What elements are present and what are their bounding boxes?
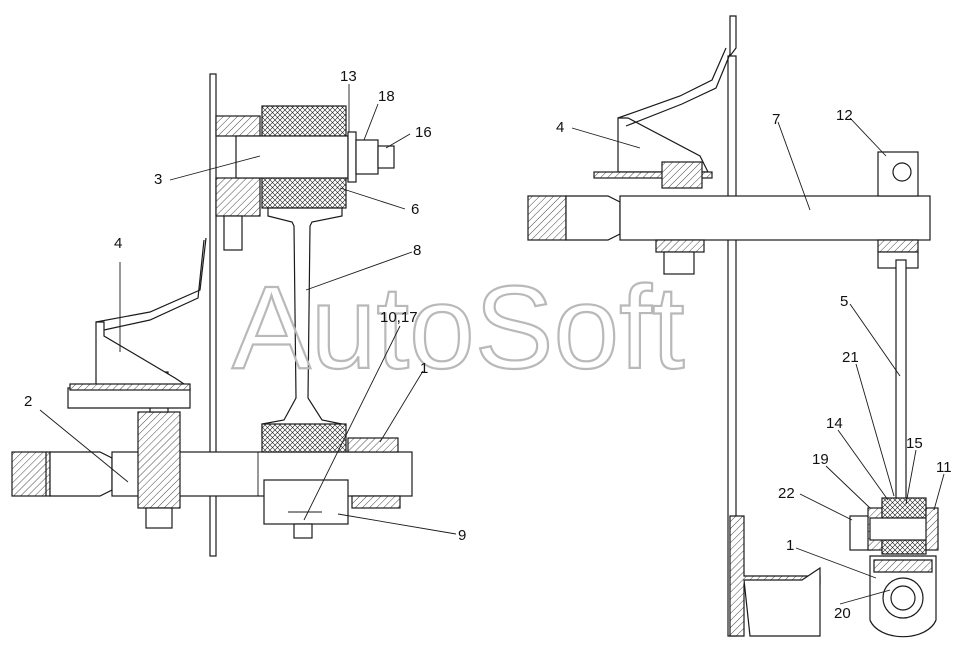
label-10-17: 10,17 [380, 309, 418, 326]
bolt-block-right [661, 161, 703, 189]
lower-block-right [655, 239, 705, 253]
label-7: 7 [772, 111, 780, 128]
support-block [137, 411, 181, 509]
label-22: 22 [778, 485, 795, 502]
label-4-right: 4 [556, 119, 564, 136]
eye-20-bore [890, 585, 916, 611]
watermark: AutoSoft [232, 262, 685, 394]
label-12: 12 [836, 107, 853, 124]
bushing-21 [881, 539, 927, 555]
washer-13 [347, 131, 357, 183]
rod-5 [895, 259, 907, 501]
label-5: 5 [840, 293, 848, 310]
shaft-7 [619, 195, 931, 241]
label-20: 20 [834, 605, 851, 622]
label-13: 13 [340, 68, 357, 85]
label-16: 16 [415, 124, 432, 141]
label-9: 9 [458, 527, 466, 544]
bolt-head-10 [293, 523, 313, 539]
label-1: 1 [420, 360, 428, 377]
pin-12 [892, 162, 912, 182]
pin-3 [235, 135, 349, 179]
tube-right [527, 195, 567, 241]
tube-right-end [565, 195, 621, 241]
rubber-upper-bottom [261, 177, 347, 209]
pin-end-16 [377, 145, 395, 169]
label-2: 2 [24, 393, 32, 410]
bracket-1-hatch [873, 559, 933, 573]
bushing-14 [881, 497, 927, 519]
frame-panel [209, 73, 217, 557]
housing-neck [223, 215, 243, 251]
label-18: 18 [378, 88, 395, 105]
label-3: 3 [154, 171, 162, 188]
nut-bottom [145, 507, 173, 529]
leader-lines [39, 84, 945, 605]
right-labels: 4 7 12 5 21 14 15 19 11 22 1 20 [556, 107, 952, 622]
nut-18 [355, 139, 379, 175]
rubber-upper-top [261, 105, 347, 137]
upper-housing-a [215, 115, 261, 137]
label-19: 19 [812, 451, 829, 468]
right-view [527, 15, 939, 638]
lever-hatch [877, 239, 919, 253]
tube-2 [11, 451, 51, 497]
bracket-4 [67, 321, 191, 409]
label-8: 8 [413, 242, 421, 259]
plate-4-right [593, 171, 713, 179]
upper-housing-b [215, 177, 261, 217]
label-15: 15 [906, 435, 923, 452]
label-14: 14 [826, 415, 843, 432]
left-labels: 13 18 16 3 6 8 4 10,17 1 2 9 [24, 68, 466, 544]
plate-4 [69, 383, 191, 391]
label-1-right: 1 [786, 537, 794, 554]
label-21: 21 [842, 349, 859, 366]
clamp-9 [263, 479, 349, 525]
tube-end [49, 451, 113, 497]
label-4: 4 [114, 235, 122, 252]
left-view [11, 73, 413, 557]
washer-11 [925, 507, 939, 551]
nut-right [663, 251, 695, 275]
panel-top [729, 15, 737, 58]
label-6: 6 [411, 201, 419, 218]
label-11: 11 [936, 459, 952, 476]
bracket-1-top [347, 437, 399, 453]
bracket-1-bottom [351, 495, 401, 509]
lower-bracket-body [743, 566, 821, 637]
rubber-lower [261, 423, 347, 453]
bracket-4-right [617, 117, 709, 173]
